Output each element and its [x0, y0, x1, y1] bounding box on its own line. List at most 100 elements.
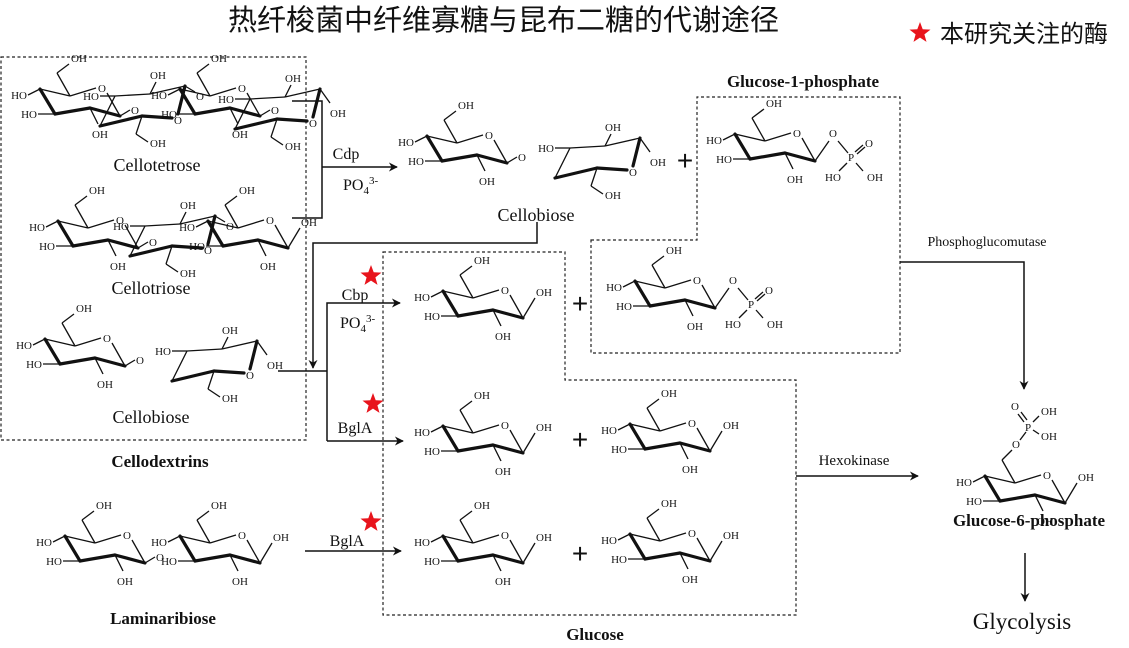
atom-label: O: [729, 275, 737, 287]
atom-label: HO: [46, 556, 62, 568]
glucose-1-phosphate-box: [590, 96, 901, 354]
plus-sign: +: [572, 424, 588, 455]
atom-label: O: [226, 221, 234, 233]
atom-label: OH: [301, 217, 317, 229]
plus-sign: +: [572, 538, 588, 569]
atom-label: OH: [495, 466, 511, 478]
atom-label: O: [501, 530, 509, 542]
atom-label: OH: [260, 261, 276, 273]
glucose-label: Glucose: [566, 625, 624, 644]
plus-sign: +: [572, 288, 588, 319]
atom-label: OH: [474, 390, 490, 402]
atom-label: OH: [495, 576, 511, 588]
laminaribiose-label: Laminaribiose: [110, 609, 216, 628]
atom-label: HO: [616, 301, 632, 313]
atom-label: HO: [716, 154, 732, 166]
atom-label: HO: [408, 156, 424, 168]
atom-label: OH: [687, 321, 703, 333]
atom-label: OH: [92, 129, 108, 141]
atom-label: OH: [723, 530, 739, 542]
cellobiose-recycle-arrow: [308, 222, 538, 369]
atom-label: OH: [1037, 516, 1053, 528]
atom-label: OH: [180, 268, 196, 280]
atom-label: P: [848, 152, 854, 164]
cbp-bgla-branch-arrows: [278, 298, 404, 446]
atom-label: O: [518, 152, 526, 164]
enzyme-bgla-label: BglA: [330, 533, 365, 550]
atom-label: OH: [97, 379, 113, 391]
atom-label: OH: [180, 200, 196, 212]
atom-label: HO: [611, 444, 627, 456]
atom-label: O: [501, 285, 509, 297]
atom-label: HO: [36, 537, 52, 549]
atom-label: OH: [1041, 431, 1057, 443]
atom-label: OH: [723, 420, 739, 432]
cellodextrins-label: Cellodextrins: [111, 452, 209, 471]
atom-label: HO: [601, 425, 617, 437]
atom-label: OH: [766, 98, 782, 110]
legend-label: 本研究关注的酶: [940, 20, 1108, 48]
atom-label: OH: [1078, 472, 1094, 484]
atom-label: O: [156, 552, 164, 564]
atom-label: P: [1025, 422, 1031, 434]
atom-label: O: [688, 528, 696, 540]
atom-label: HO: [151, 90, 167, 102]
atom-label: OH: [211, 500, 227, 512]
cellotriose-label: Cellotriose: [112, 278, 191, 298]
atom-label: HO: [424, 556, 440, 568]
atom-label: O: [629, 167, 637, 179]
atom-label: OH: [89, 185, 105, 197]
atom-label: O: [865, 138, 873, 150]
atom-label: OH: [232, 129, 248, 141]
atom-label: OH: [76, 303, 92, 315]
atom-label: HO: [11, 90, 27, 102]
atom-label: OH: [867, 172, 883, 184]
cdp-reaction-arrows: [292, 100, 398, 219]
atom-label: O: [246, 370, 254, 382]
atom-label: OH: [474, 500, 490, 512]
atom-label: HO: [424, 446, 440, 458]
atom-label: OH: [211, 53, 227, 65]
atom-label: HO: [113, 221, 129, 233]
red-star-icon: [909, 22, 931, 42]
atom-label: OH: [71, 53, 87, 65]
atom-label: HO: [825, 172, 841, 184]
atom-label: HO: [151, 537, 167, 549]
atom-label: HO: [538, 143, 554, 155]
enzyme-cbp-label: Cbp: [342, 287, 369, 304]
atom-label: OH: [96, 500, 112, 512]
glucose-6-phosphate-label: Glucose-6-phosphate: [953, 511, 1106, 530]
cellotetrose-label: Cellotetrose: [114, 155, 201, 175]
atom-label: OH: [605, 122, 621, 134]
atom-label: HO: [83, 91, 99, 103]
atom-label: O: [136, 355, 144, 367]
atom-label: HO: [414, 427, 430, 439]
atom-label: OH: [150, 138, 166, 150]
glycolysis-label: Glycolysis: [973, 609, 1071, 634]
atom-label: OH: [117, 576, 133, 588]
atom-label: HO: [179, 222, 195, 234]
atom-label: HO: [218, 94, 234, 106]
atom-label: OH: [285, 73, 301, 85]
atom-label: OH: [479, 176, 495, 188]
red-star-icon: [360, 511, 382, 531]
atom-label: O: [131, 105, 139, 117]
phosphoglucomutase-arrow: [900, 261, 1029, 390]
atom-label: P: [748, 299, 754, 311]
atom-label: OH: [661, 498, 677, 510]
atom-label: OH: [330, 108, 346, 120]
atom-label: HO: [161, 109, 177, 121]
atom-label: O: [238, 83, 246, 95]
atom-label: OH: [150, 70, 166, 82]
enzyme-hexokinase-label: Hexokinase: [819, 453, 890, 469]
atom-label: HO: [966, 496, 982, 508]
atom-label: OH: [682, 574, 698, 586]
atom-label: O: [485, 130, 493, 142]
atom-label: OH: [222, 325, 238, 337]
cellobiose-label: Cellobiose: [113, 407, 190, 427]
cellobiose-product-label: Cellobiose: [498, 205, 575, 225]
